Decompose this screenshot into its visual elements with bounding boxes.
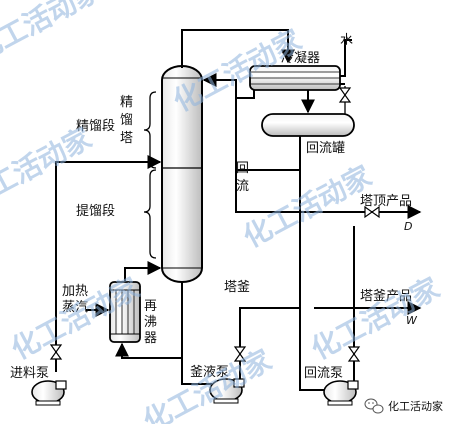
bottom-product-stream-label: W — [406, 314, 418, 327]
stripping-section-label: 提馏段 — [76, 203, 115, 219]
tower-bottom-label: 塔釜 — [224, 280, 250, 295]
condenser — [249, 65, 341, 91]
watermark-text: 化工活动家 — [0, 121, 97, 216]
top-product-valve-icon — [364, 205, 380, 219]
overhead-vapor-line — [181, 29, 295, 68]
reboiler-vapor-line — [124, 261, 162, 282]
rectifying-tower-label-2: 馏 — [120, 113, 133, 128]
reflux-label-1: 回 — [236, 161, 249, 176]
reboiler — [109, 281, 141, 343]
reflux-label-2: 流 — [236, 179, 249, 194]
reflux-pump-label: 回流泵 — [304, 366, 343, 381]
reboiler-label-2: 沸 — [144, 315, 157, 330]
watermark-text: 化工活动家 — [138, 343, 277, 424]
cooling-water-line — [340, 39, 352, 118]
feed-pump-icon — [31, 380, 67, 406]
feed-pump-label: 进料泵 — [10, 366, 49, 381]
brand-name: 化工活动家 — [388, 399, 443, 413]
reflux-drum-label: 回流罐 — [306, 141, 345, 156]
kettle-pump-icon — [209, 378, 245, 404]
feed-line — [55, 155, 162, 372]
kettle-liquid-line — [115, 282, 183, 359]
water-valve-icon — [338, 87, 352, 103]
bottom-product-label: 塔釜产品 — [360, 289, 412, 304]
condenser-label: 冷凝器 — [281, 50, 320, 66]
rectifying-tower-label-3: 塔 — [120, 131, 133, 146]
water-label: 水 — [340, 33, 353, 48]
stripping-section-brace — [143, 169, 157, 259]
top-product-label: 塔顶产品 — [360, 194, 412, 209]
kettle-pump-label: 釜液泵 — [190, 365, 229, 380]
brand-badge: 化工活动家 — [364, 398, 443, 414]
kettle-valve-icon — [233, 346, 247, 362]
wechat-icon — [364, 398, 384, 414]
reflux-drum — [261, 113, 355, 137]
feed-valve-icon — [49, 344, 63, 360]
heating-steam-label-2: 蒸汽 — [62, 300, 88, 315]
watermark-text: 化工活动家 — [306, 271, 445, 366]
top-product-stream-label: D — [404, 220, 412, 233]
watermark-text: 化工活动家 — [0, 0, 107, 68]
rectifying-tower-label-1: 精 — [120, 95, 133, 110]
reboiler-label-3: 器 — [144, 331, 157, 346]
reflux-pump-icon — [323, 380, 359, 406]
rectifying-section-label: 精馏段 — [76, 119, 115, 134]
reboiler-label-1: 再 — [144, 299, 157, 314]
rectifying-section-brace — [143, 91, 157, 169]
reflux-valve-icon — [347, 346, 361, 362]
heating-steam-label-1: 加热 — [62, 284, 88, 299]
watermark-text: 化工活动家 — [238, 159, 377, 254]
